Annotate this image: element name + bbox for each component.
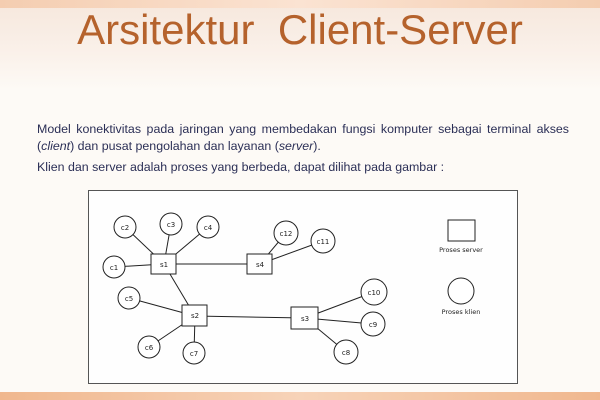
server-s4-label: s4: [256, 261, 265, 269]
legend-server-label: Proses server: [439, 246, 483, 254]
client-c12-label: c12: [280, 230, 293, 238]
client-c3: [159, 212, 183, 236]
client-server-diagram: s1 s2 s3 s4 c1 c2 c3 c4 c5 c6 c7 c8 c9 c…: [88, 190, 518, 384]
client-c2-label: c2: [121, 224, 129, 232]
client-c9-label: c9: [369, 321, 377, 329]
client-c6-label: c6: [145, 344, 154, 352]
diagram-legend: Proses server Proses klien: [439, 219, 483, 316]
client-c12: [273, 220, 299, 246]
client-c1-label: c1: [110, 264, 118, 272]
server-s4: [246, 253, 273, 275]
client-c11: [310, 228, 336, 254]
legend-client-circle: [447, 277, 475, 305]
slide-title: Arsitektur Client-Server: [77, 6, 523, 53]
diagram-intro-paragraph: Klien dan server adalah proses yang berb…: [37, 160, 445, 174]
definition-text-1: Model konektivitas pada jaringan yang me…: [37, 122, 569, 153]
client-c10: [360, 278, 388, 306]
definition-text-3: ).: [313, 139, 321, 153]
legend-server-square: [447, 219, 476, 242]
client-c6: [137, 335, 161, 359]
footer-band: [0, 392, 600, 400]
server-s3-label: s3: [301, 315, 309, 323]
client-c11-label: c11: [317, 238, 330, 246]
server-s1: [150, 253, 177, 275]
client-term: client: [41, 139, 71, 153]
client-c8: [333, 339, 359, 365]
client-c9: [360, 311, 386, 337]
client-c2: [113, 215, 137, 239]
legend-client-label: Proses klien: [442, 308, 481, 316]
server-term: server: [278, 139, 314, 153]
client-c7-label: c7: [190, 350, 198, 358]
server-s3: [290, 306, 319, 330]
server-nodes: [150, 253, 319, 330]
definition-paragraph: Model konektivitas pada jaringan yang me…: [37, 121, 569, 155]
client-c5: [117, 286, 141, 310]
client-c1: [102, 255, 126, 279]
client-c3-label: c3: [167, 221, 175, 229]
client-c4: [196, 215, 220, 239]
server-s2: [181, 304, 208, 327]
definition-text-2: ) dan pusat pengolahan dan layanan (: [70, 139, 279, 153]
server-s1-label: s1: [160, 261, 168, 269]
client-nodes: [102, 212, 388, 365]
network-diagram-svg: s1 s2 s3 s4 c1 c2 c3 c4 c5 c6 c7 c8 c9 c…: [102, 212, 483, 365]
client-c10-label: c10: [368, 289, 381, 297]
node-labels: s1 s2 s3 s4 c1 c2 c3 c4 c5 c6 c7 c8 c9 c…: [110, 221, 381, 358]
client-c5-label: c5: [125, 295, 133, 303]
client-c4-label: c4: [204, 224, 213, 232]
client-c8-label: c8: [342, 349, 350, 357]
server-s2-label: s2: [191, 312, 199, 320]
header-band: [0, 0, 600, 90]
client-c7: [182, 341, 206, 365]
